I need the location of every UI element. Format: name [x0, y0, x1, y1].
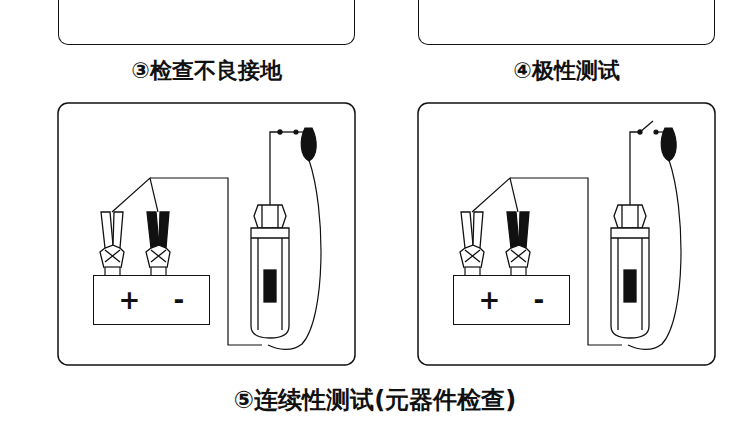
battery-box: +- — [93, 275, 210, 325]
panel-frame — [58, 0, 355, 45]
terminal-sign: + — [119, 287, 141, 313]
left-rig — [58, 103, 355, 365]
caption: ⑤连续性测试(元器件检查) — [0, 384, 750, 416]
terminal-sign: - — [534, 287, 545, 313]
closed-switch — [280, 131, 296, 132]
open-switch — [640, 121, 653, 132]
panel-heading: ④极性测试 — [418, 56, 715, 86]
panel-box: ④极性测试 — [418, 0, 715, 90]
right-rig — [418, 103, 715, 365]
panel-heading: ③检查不良接地 — [58, 56, 355, 86]
panel-frame — [418, 0, 715, 45]
terminal-sign: + — [479, 287, 501, 313]
panel-box: ③检查不良接地 — [58, 0, 355, 90]
battery-box: +- — [453, 275, 570, 325]
terminal-sign: - — [174, 287, 185, 313]
